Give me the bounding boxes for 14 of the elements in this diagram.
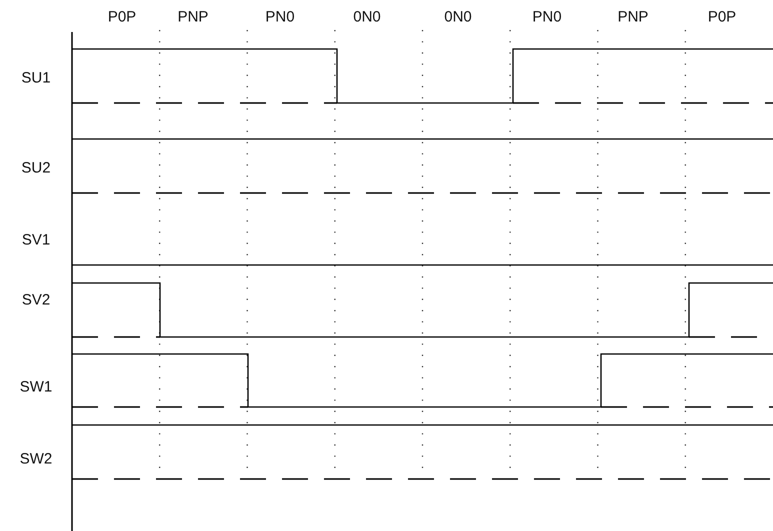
signal-name: SU1 — [21, 70, 51, 86]
column-header: PNP — [618, 10, 648, 24]
column-header: PNP — [178, 10, 208, 24]
column-header: P0P — [708, 10, 736, 24]
column-header: P0P — [108, 10, 136, 24]
signal-name: SW2 — [20, 452, 52, 466]
column-header: PN0 — [532, 10, 562, 24]
signal-name: SU2 — [21, 160, 51, 176]
signal-name: SV1 — [22, 232, 50, 248]
column-header: 0N0 — [444, 10, 472, 24]
column-header: 0N0 — [353, 10, 381, 24]
column-header: PN0 — [265, 10, 295, 24]
signal-name: SV2 — [22, 292, 50, 308]
signal-name: SW1 — [20, 380, 52, 394]
